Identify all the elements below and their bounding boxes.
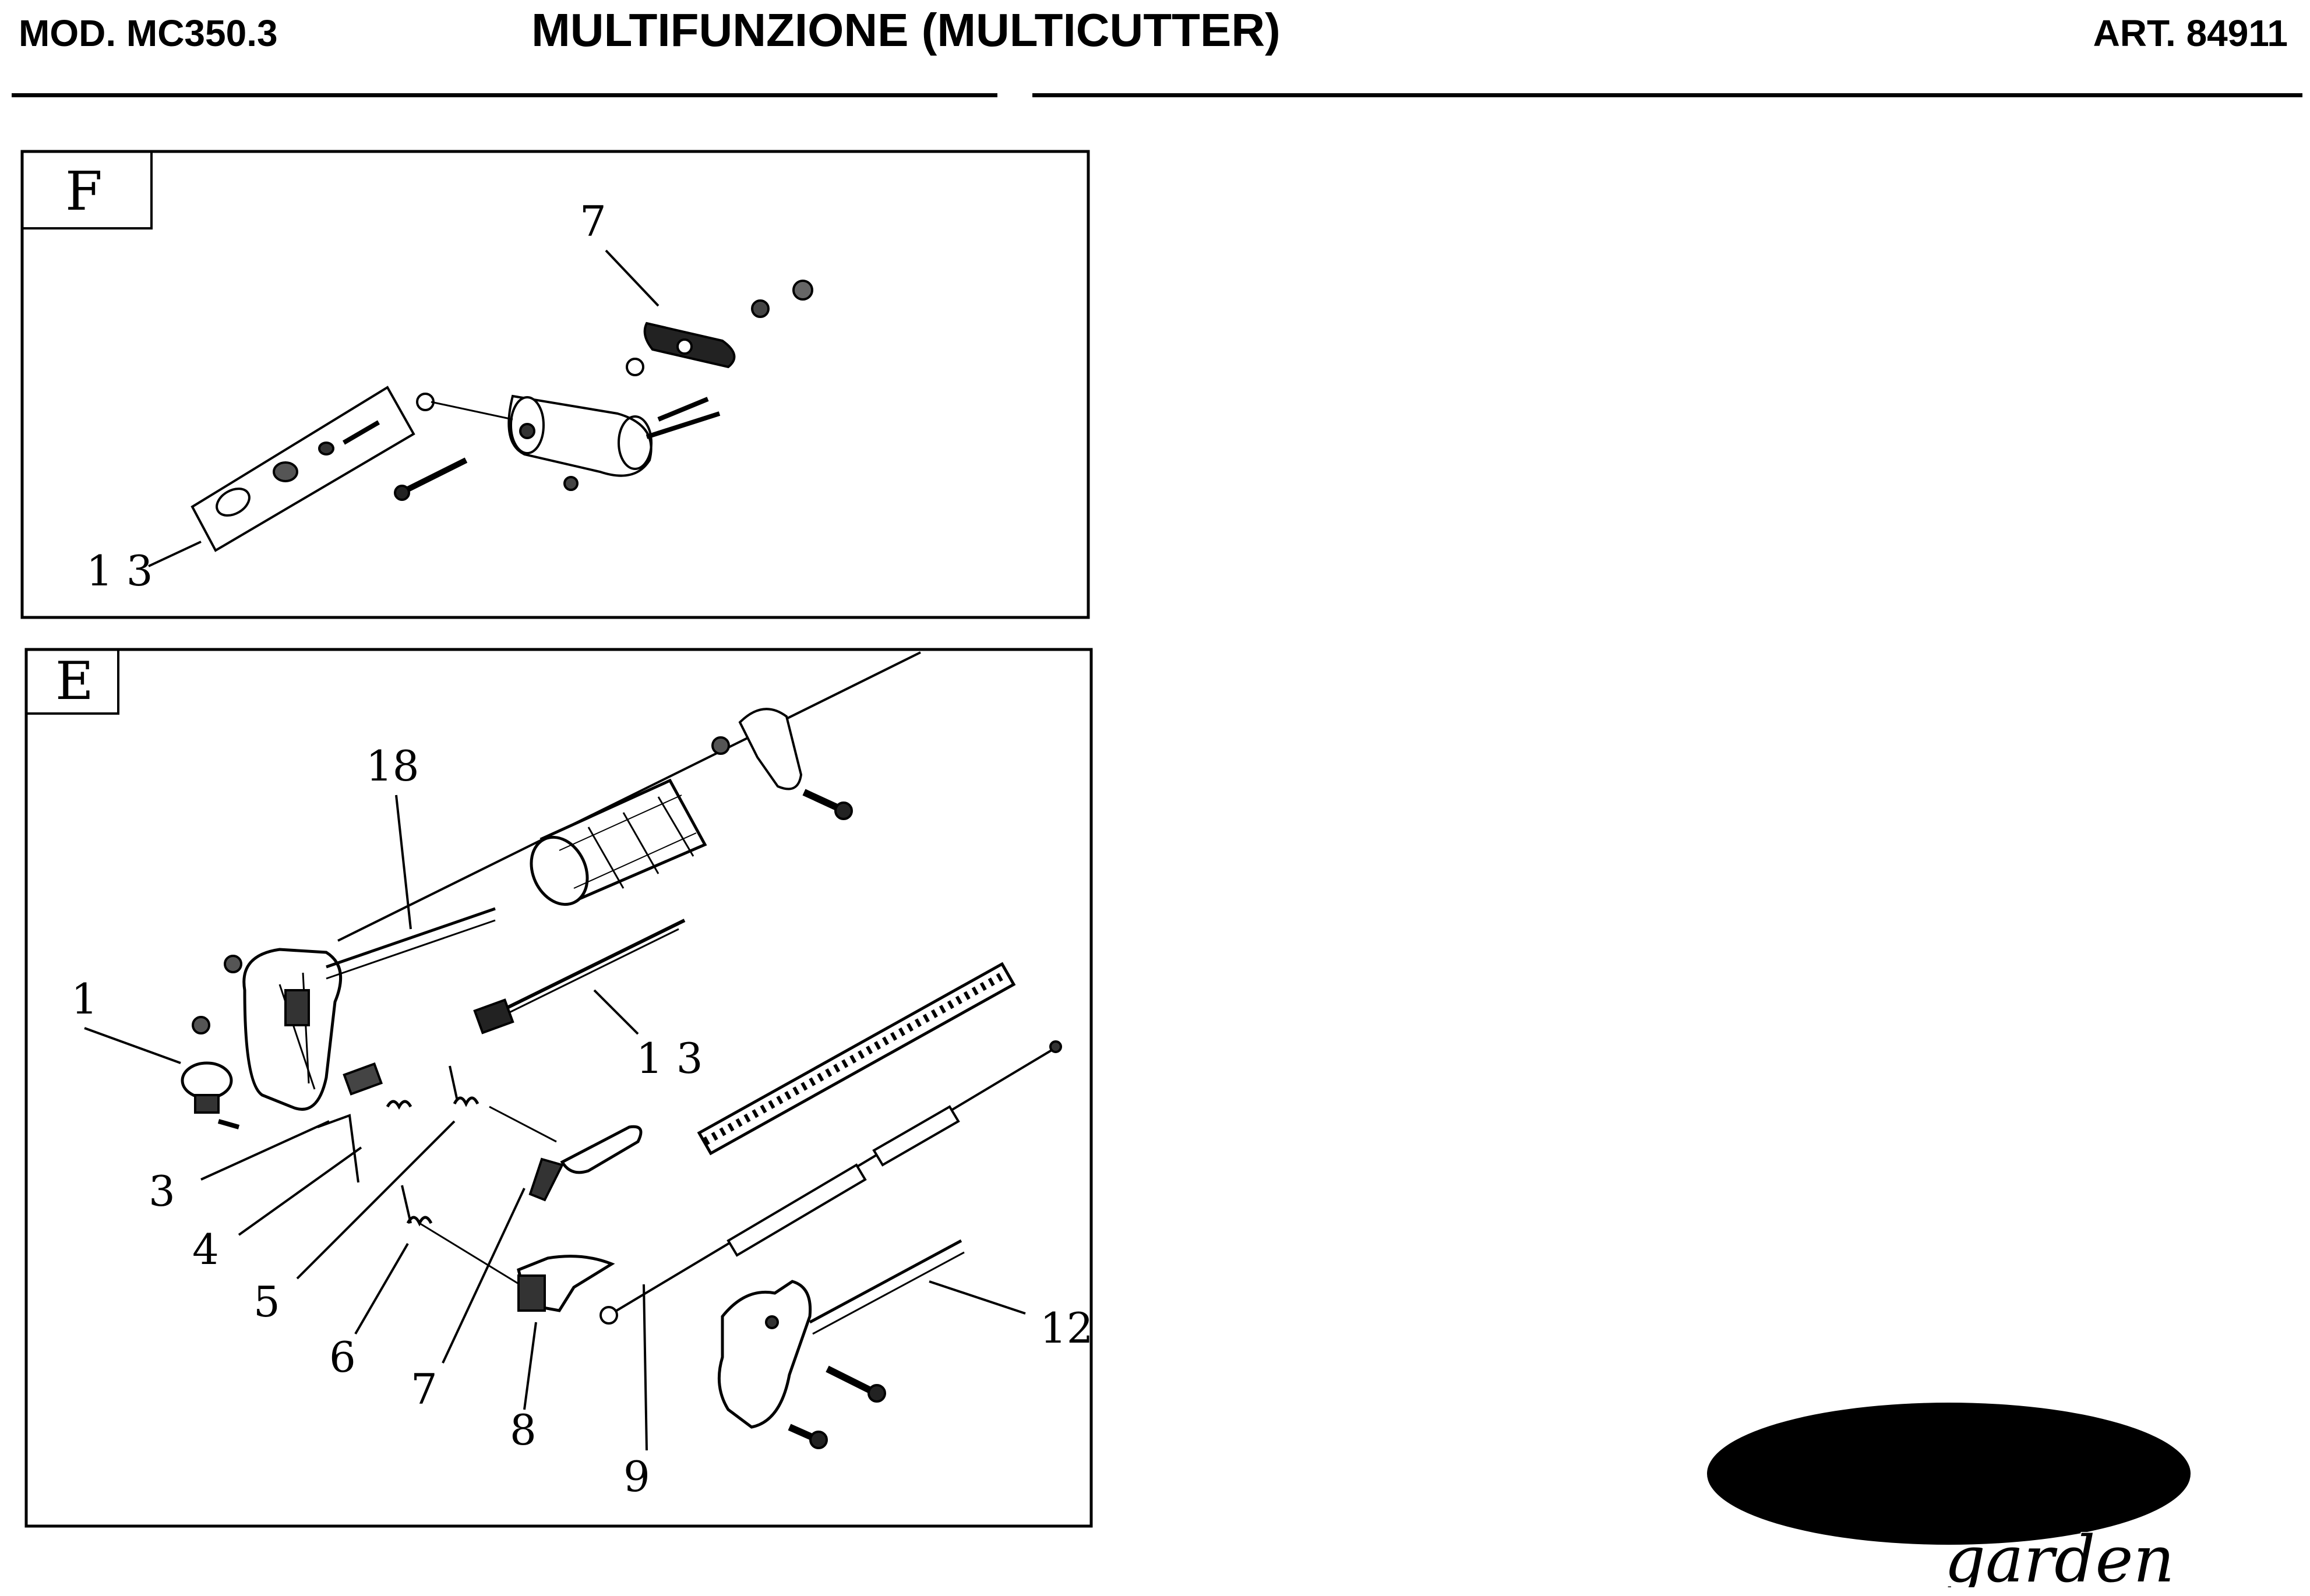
cable-clamp: [738, 708, 803, 790]
callout-13: 1 3: [636, 1034, 703, 1083]
leader-line: [593, 989, 639, 1035]
leader-line: [238, 1146, 362, 1236]
assembly-line: [431, 401, 513, 421]
panel-f-callout-13: 1 3: [86, 546, 153, 595]
callout-6: 6: [329, 1333, 356, 1382]
callout-3: 3: [149, 1167, 175, 1216]
nut-small: [563, 476, 579, 491]
page-title: MULTIFUNZIONE (MULTICUTTER): [531, 4, 1281, 56]
model-code: MOD. MC350.3: [19, 12, 278, 54]
leader-line: [200, 1120, 330, 1181]
parts-group-f: [191, 280, 813, 552]
assembly-line: [489, 1106, 557, 1143]
wire-connector: [473, 998, 514, 1034]
brand-logo-graphic: ama garden: [1707, 1397, 2191, 1596]
washer-small: [416, 393, 435, 411]
safety-lever-hook: [528, 1157, 564, 1202]
bracket: [717, 1280, 812, 1429]
panel-f-diagram: F 7 1 3: [20, 150, 1090, 619]
callout-9: 9: [623, 1452, 650, 1501]
logo-sub: garden: [1945, 1522, 2175, 1587]
leader-line: [84, 1027, 181, 1064]
parts-group-e: [181, 651, 1062, 1449]
o-ring: [216, 488, 251, 517]
callout-4: 4: [192, 1225, 219, 1274]
pin: [343, 1062, 383, 1096]
lever-washer: [626, 358, 644, 376]
leader-line: [643, 1284, 648, 1451]
wire-harness: [482, 919, 686, 1021]
panel-f-frame: [20, 150, 1090, 619]
bracket-bolt-head: [809, 1431, 828, 1449]
spring-leg: [449, 1065, 459, 1101]
cable-end: [599, 1306, 618, 1325]
panel-f-callout-7: 7: [580, 197, 606, 246]
clamp-end: [618, 415, 653, 470]
screw-1: [657, 397, 709, 422]
lever-nut: [751, 299, 770, 318]
article-number: ART. 84911: [2093, 12, 2288, 54]
callout-12: 12: [1040, 1304, 1094, 1353]
callout-5: 5: [253, 1277, 280, 1326]
bolt-long: [400, 457, 468, 495]
panel-f-label-box: [21, 150, 153, 229]
bracket-bolt-head: [867, 1384, 886, 1403]
leader-line: [148, 541, 202, 567]
pin: [342, 420, 380, 445]
handle-grip: [530, 778, 707, 906]
clamp-screw: [217, 1119, 240, 1129]
cap-nut: [792, 280, 813, 301]
clamp-bolt-head: [834, 801, 853, 820]
bolt-head: [394, 485, 410, 501]
screw-2: [646, 411, 721, 439]
accessory-bag-outline: [191, 386, 415, 552]
brand-logo: ama garden: [1704, 1395, 2205, 1596]
callout-7: 7: [411, 1365, 438, 1414]
leader-line: [523, 1322, 537, 1410]
cable-sheath: [872, 1105, 960, 1167]
header-rule-right: [1032, 93, 2302, 97]
nut: [273, 461, 298, 482]
clamp-ring: [181, 1061, 233, 1100]
callout-18: 18: [366, 741, 419, 790]
torsion-spring: [386, 1100, 412, 1110]
cable-sheath: [726, 1163, 867, 1257]
lever-hole: [676, 338, 693, 355]
panel-e-frame: [24, 648, 1093, 1528]
leader-line: [296, 1120, 456, 1280]
callout-8: 8: [510, 1406, 537, 1454]
leader-line: [442, 1188, 526, 1364]
assembly-line: [419, 1222, 525, 1288]
clamp-hole: [519, 423, 535, 439]
panel-e-diagram: E 18 1 3 1 3 4 5 6 7 8 9 12: [24, 648, 1094, 1528]
wire-harness: [483, 928, 679, 1026]
bracket-rod: [809, 1239, 962, 1324]
leader-line: [354, 1242, 409, 1335]
trigger-body: [517, 1274, 546, 1312]
throttle-cable: [337, 651, 921, 942]
panel-e-label: E: [55, 651, 94, 712]
panel-f-label: F: [65, 160, 103, 223]
handle-housing: [192, 907, 496, 1111]
bracket-rod: [812, 1251, 965, 1335]
clamp-body: [507, 394, 653, 477]
panel-e-label-box: [25, 648, 119, 715]
leader-line: [605, 249, 660, 307]
cable-end: [1049, 1040, 1062, 1053]
bracket-bolt: [826, 1365, 876, 1396]
header-rule-left: [12, 93, 997, 97]
callout-1: 1: [71, 974, 98, 1023]
washer: [318, 442, 334, 456]
clamp-nut: [711, 736, 730, 755]
spring-leg: [401, 1185, 412, 1224]
leader-line: [317, 1114, 359, 1183]
safety-lever: [560, 1125, 643, 1174]
spiral-hose: [697, 962, 1016, 1156]
clamp-ring-tab: [194, 1094, 220, 1114]
leader-line: [929, 1280, 1026, 1315]
logo-brand: ama: [1805, 1397, 2093, 1541]
bracket-hole: [765, 1315, 779, 1329]
